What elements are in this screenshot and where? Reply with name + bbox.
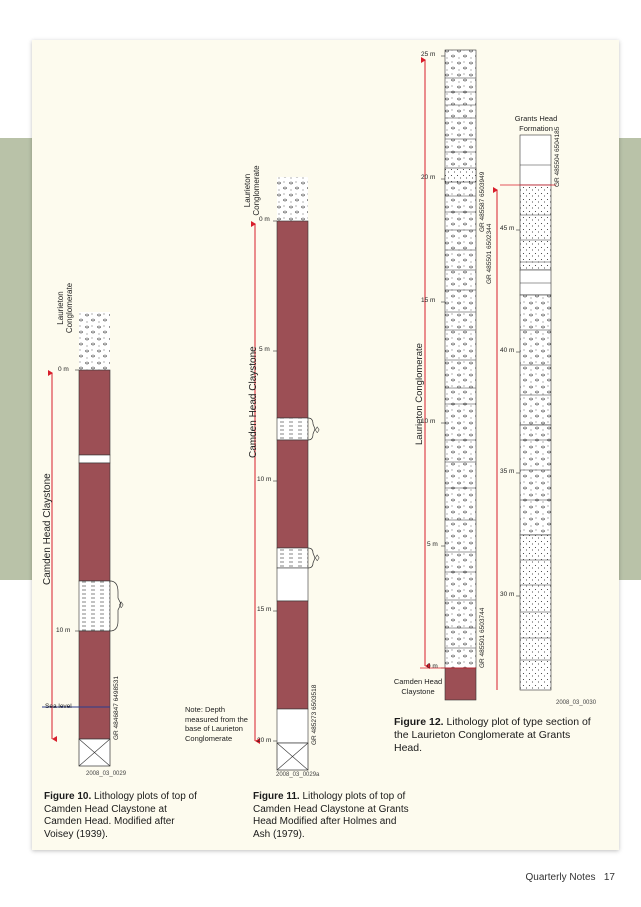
fig12-white-bed — [519, 269, 552, 296]
fig12-right-tick-30: 30 m — [500, 591, 515, 598]
fig10-sea-level: Sea level — [45, 703, 72, 710]
fig12-caption: Figure 12. Lithology plot of type sectio… — [394, 716, 600, 755]
page-footer: Quarterly Notes 17 — [526, 872, 616, 883]
fig11-claystone-bed-3 — [276, 600, 309, 710]
fig12-left-tick-10: 10 m — [421, 418, 436, 425]
fig12-grants-head-top — [519, 134, 552, 186]
fig12-grid-ref-top: GR 485587 6503949 — [479, 171, 486, 232]
fig12-left-tick-0: 0 m — [427, 663, 438, 670]
fig12-grid-ref-bottom: GR 485501 6503744 — [479, 607, 486, 668]
fig12-unit-top-right-label: Grants Head Formation — [514, 114, 558, 133]
fig10-claystone-bed-3 — [78, 630, 111, 740]
fig11-laminated-bed-1 — [276, 417, 309, 441]
fig12-caption-label: Figure 12. — [394, 716, 444, 728]
fig10-caption: Figure 10. Lithology plots of top of Cam… — [44, 791, 204, 841]
fig10-white-band — [78, 454, 111, 464]
fig12-right-tick-40: 40 m — [500, 347, 515, 354]
fig11-tick-10: 10 m — [257, 476, 272, 483]
fig12-grid-ref-mid: GR 485501 6502344 — [486, 223, 493, 284]
fig10-laminated-bed — [78, 580, 111, 632]
figure-11-column: ◊ ◊ — [251, 177, 320, 771]
fig11-tick-5: 5 m — [259, 346, 270, 353]
fig11-white-bed-base — [276, 708, 309, 744]
fig12-left-tick-15: 15 m — [421, 297, 436, 304]
fig12-right-tick-45: 45 m — [500, 225, 515, 232]
fig11-caption-text: Lithology plots of top of Camden Head Cl… — [253, 791, 409, 840]
fig11-caption-label: Figure 11. — [253, 791, 300, 802]
fig11-tick-0: 0 m — [259, 216, 270, 223]
fig12-left-tick-20: 20 m — [421, 174, 436, 181]
fig11-conglomerate-bed — [277, 177, 308, 221]
fig12-dotted-bed-2 — [519, 534, 552, 691]
footer-title: Quarterly Notes — [525, 872, 596, 883]
fig10-claystone-bed-2 — [78, 462, 111, 582]
fig11-figure-code: 2008_03_0029a — [276, 772, 320, 778]
fig10-tick-10: 10 m — [56, 627, 71, 634]
fig11-unit-top-label: Laurieton Conglomerate — [243, 165, 261, 216]
fig11-tick-20: 20 m — [257, 737, 272, 744]
fig12-left-tick-25: 25 m — [421, 51, 436, 58]
fig12-grid-ref-right: GR 485504 6504185 — [554, 126, 561, 187]
fig10-grid-ref: GR 4846847 6498531 — [113, 676, 120, 740]
fig12-pebble-bed-2 — [519, 424, 552, 536]
fig12-figure-code: 2008_03_0030 — [556, 700, 597, 706]
fig10-claystone-bed-1 — [78, 369, 111, 456]
fig11-fossil-icon-1: ◊ — [315, 425, 320, 435]
fig12-dotted-bed — [444, 167, 477, 183]
fig12-left-tick-5: 5 m — [427, 541, 438, 548]
fig10-conglomerate-bed — [79, 312, 110, 370]
fig10-tick-0: 0 m — [58, 366, 69, 373]
fig11-tick-15: 15 m — [257, 606, 272, 613]
fig12-caption-text: Lithology plot of type section of the La… — [394, 716, 591, 754]
fig12-right-tick-35: 35 m — [500, 468, 515, 475]
fig10-caption-label: Figure 10. — [44, 791, 92, 802]
fig11-caption: Figure 11. Lithology plots of top of Cam… — [253, 791, 413, 841]
fig11-white-bed — [276, 567, 309, 602]
fig11-note: Note: Depth measured from the base of La… — [185, 705, 248, 743]
fig12-unit-base-label: Camden Head Claystone — [393, 677, 443, 696]
page-number: 17 — [603, 872, 615, 883]
fig11-claystone-bed-2 — [276, 439, 309, 549]
fig10-unit-top-label: Laurieton Conglomerate — [56, 282, 74, 334]
fig11-claystone-bed-1 — [276, 220, 309, 419]
fig10-figure-code: 2008_03_0029 — [86, 771, 127, 777]
figure-12-right-column — [493, 134, 556, 691]
fig12-conglomerate-column — [444, 49, 477, 669]
fig11-unit-main-label: Camden Head Claystone — [248, 346, 259, 458]
fig11-grid-ref: GR 485273 6503518 — [311, 684, 318, 745]
fig10-fossil-icon: ◊ — [119, 600, 124, 610]
fig12-claystone-base — [444, 667, 477, 701]
fig11-fossil-icon-2: ◊ — [315, 553, 320, 563]
fig11-laminated-bed-2 — [276, 547, 309, 569]
figure-12-left-column — [420, 49, 477, 701]
fig12-unit-main-label: Laurieton Conglomerate — [414, 343, 425, 445]
figure-10-column: ◊ — [42, 312, 124, 767]
fig12-pebble-bed — [519, 294, 552, 426]
fig10-unit-main-label: Camden Head Claystone — [42, 473, 53, 585]
fig10-caption-text: Lithology plots of top of Camden Head Cl… — [44, 791, 197, 840]
fig12-dotted-bed-1 — [519, 184, 552, 271]
